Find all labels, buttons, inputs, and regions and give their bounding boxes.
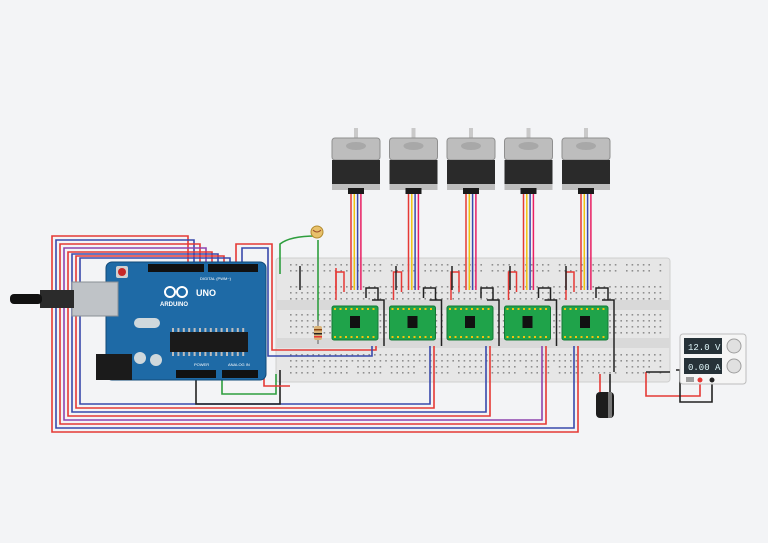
motor-hub	[518, 142, 539, 150]
current-knob[interactable]	[726, 358, 742, 374]
stepper-driver-4[interactable]	[504, 271, 558, 346]
analog-header	[222, 370, 258, 378]
current-display	[684, 358, 722, 374]
voltage-display	[684, 338, 722, 354]
barrel-jack-icon	[96, 354, 132, 380]
voltage-readout: 12.0 V	[688, 343, 721, 353]
motor-shaft	[354, 128, 358, 140]
driver-ground-wire	[595, 287, 609, 300]
driver-ground-wire	[422, 287, 437, 300]
arduino-brand: ARDUINO	[160, 302, 188, 308]
current-readout: 0.00 A	[688, 363, 721, 373]
driver-chip	[522, 316, 533, 328]
motor-shaft	[469, 128, 473, 140]
stepper-motor-4[interactable]	[504, 128, 553, 290]
power-supply-wires	[645, 369, 713, 403]
stepper-motor-3[interactable]	[446, 128, 496, 290]
usb-connector-icon	[10, 281, 119, 317]
atmega-chip	[170, 332, 248, 352]
motor-bottom	[389, 184, 438, 190]
motor-bottom	[447, 184, 495, 190]
stepper-motor-icon	[332, 160, 380, 186]
capacitor-icon[interactable]	[596, 374, 614, 418]
arduino-uno-board[interactable]: ARDUINO UNO DIGITAL (PWM~) POWER ANALOG …	[10, 261, 267, 381]
digital-header-right	[208, 264, 258, 272]
driver-chip	[350, 316, 360, 328]
negative-terminal[interactable]	[709, 377, 715, 383]
driver-rail-wire	[372, 299, 385, 346]
stepper-motor-2[interactable]	[389, 128, 438, 290]
driver-ground-wire	[365, 287, 379, 300]
driver-power-wire	[392, 271, 403, 300]
motor-shaft	[411, 128, 416, 140]
digital-header-left	[148, 264, 204, 272]
motor-hub	[403, 142, 424, 150]
chip-pins	[172, 328, 245, 356]
arduino-model: UNO	[196, 288, 216, 298]
arduino-wire-loops	[51, 235, 579, 433]
motor-connector	[463, 188, 479, 194]
motor-shaft	[526, 128, 531, 140]
motor-connector	[578, 188, 594, 194]
arduino-logo-icon	[164, 286, 188, 298]
power-label: POWER	[194, 362, 209, 367]
motor-bottom	[332, 184, 380, 190]
analog-label: ANALOG IN	[228, 362, 250, 367]
motor-hub	[576, 142, 596, 150]
photoresistor-wires	[279, 235, 319, 320]
driver-chip	[407, 316, 418, 328]
driver-ground-wire	[537, 287, 552, 300]
board-capacitor-2	[150, 354, 162, 366]
stepper-driver-2[interactable]	[389, 271, 443, 346]
motor-hub	[346, 142, 366, 150]
power-supply[interactable]: 12.0 V 0.00 A	[679, 333, 747, 385]
stepper-motor-5[interactable]	[561, 128, 611, 290]
motor-shaft	[584, 128, 588, 140]
driver-rail-wire	[602, 299, 615, 372]
motor-bottom	[562, 184, 610, 190]
driver-power-wire	[450, 271, 460, 300]
positive-terminal[interactable]	[697, 377, 703, 383]
driver-power-wire	[507, 271, 518, 300]
digital-label: DIGITAL (PWM~)	[200, 276, 232, 281]
stepper-motor-icon	[447, 160, 495, 186]
driver-ground-wire	[480, 287, 494, 300]
stepper-motor-icon	[389, 160, 438, 186]
resistor-icon[interactable]	[314, 320, 322, 344]
photoresistor-icon[interactable]	[310, 225, 324, 239]
motor-bottom	[504, 184, 553, 190]
crystal	[134, 318, 160, 328]
driver-chip	[580, 316, 590, 328]
board-capacitor-1	[134, 352, 146, 364]
motor-connector	[405, 188, 422, 194]
driver-rail-wire	[487, 299, 500, 346]
driver-chip	[465, 316, 475, 328]
motor-connector	[348, 188, 364, 194]
reset-button-cap	[118, 268, 126, 276]
stepper-motor-icon	[504, 160, 553, 186]
motor-hub	[461, 142, 481, 150]
driver-rail-wire	[429, 299, 443, 346]
power-switch[interactable]	[686, 377, 694, 382]
motor-connector	[520, 188, 537, 194]
power-header	[176, 370, 216, 378]
stepper-driver-1[interactable]	[331, 271, 385, 346]
stepper-motor-icon	[562, 160, 610, 186]
stepper-motor-1[interactable]	[331, 128, 381, 290]
stepper-driver-3[interactable]	[446, 271, 500, 346]
stepper-motors	[299, 128, 615, 372]
driver-rail-wire	[544, 299, 558, 346]
voltage-knob[interactable]	[726, 338, 742, 354]
